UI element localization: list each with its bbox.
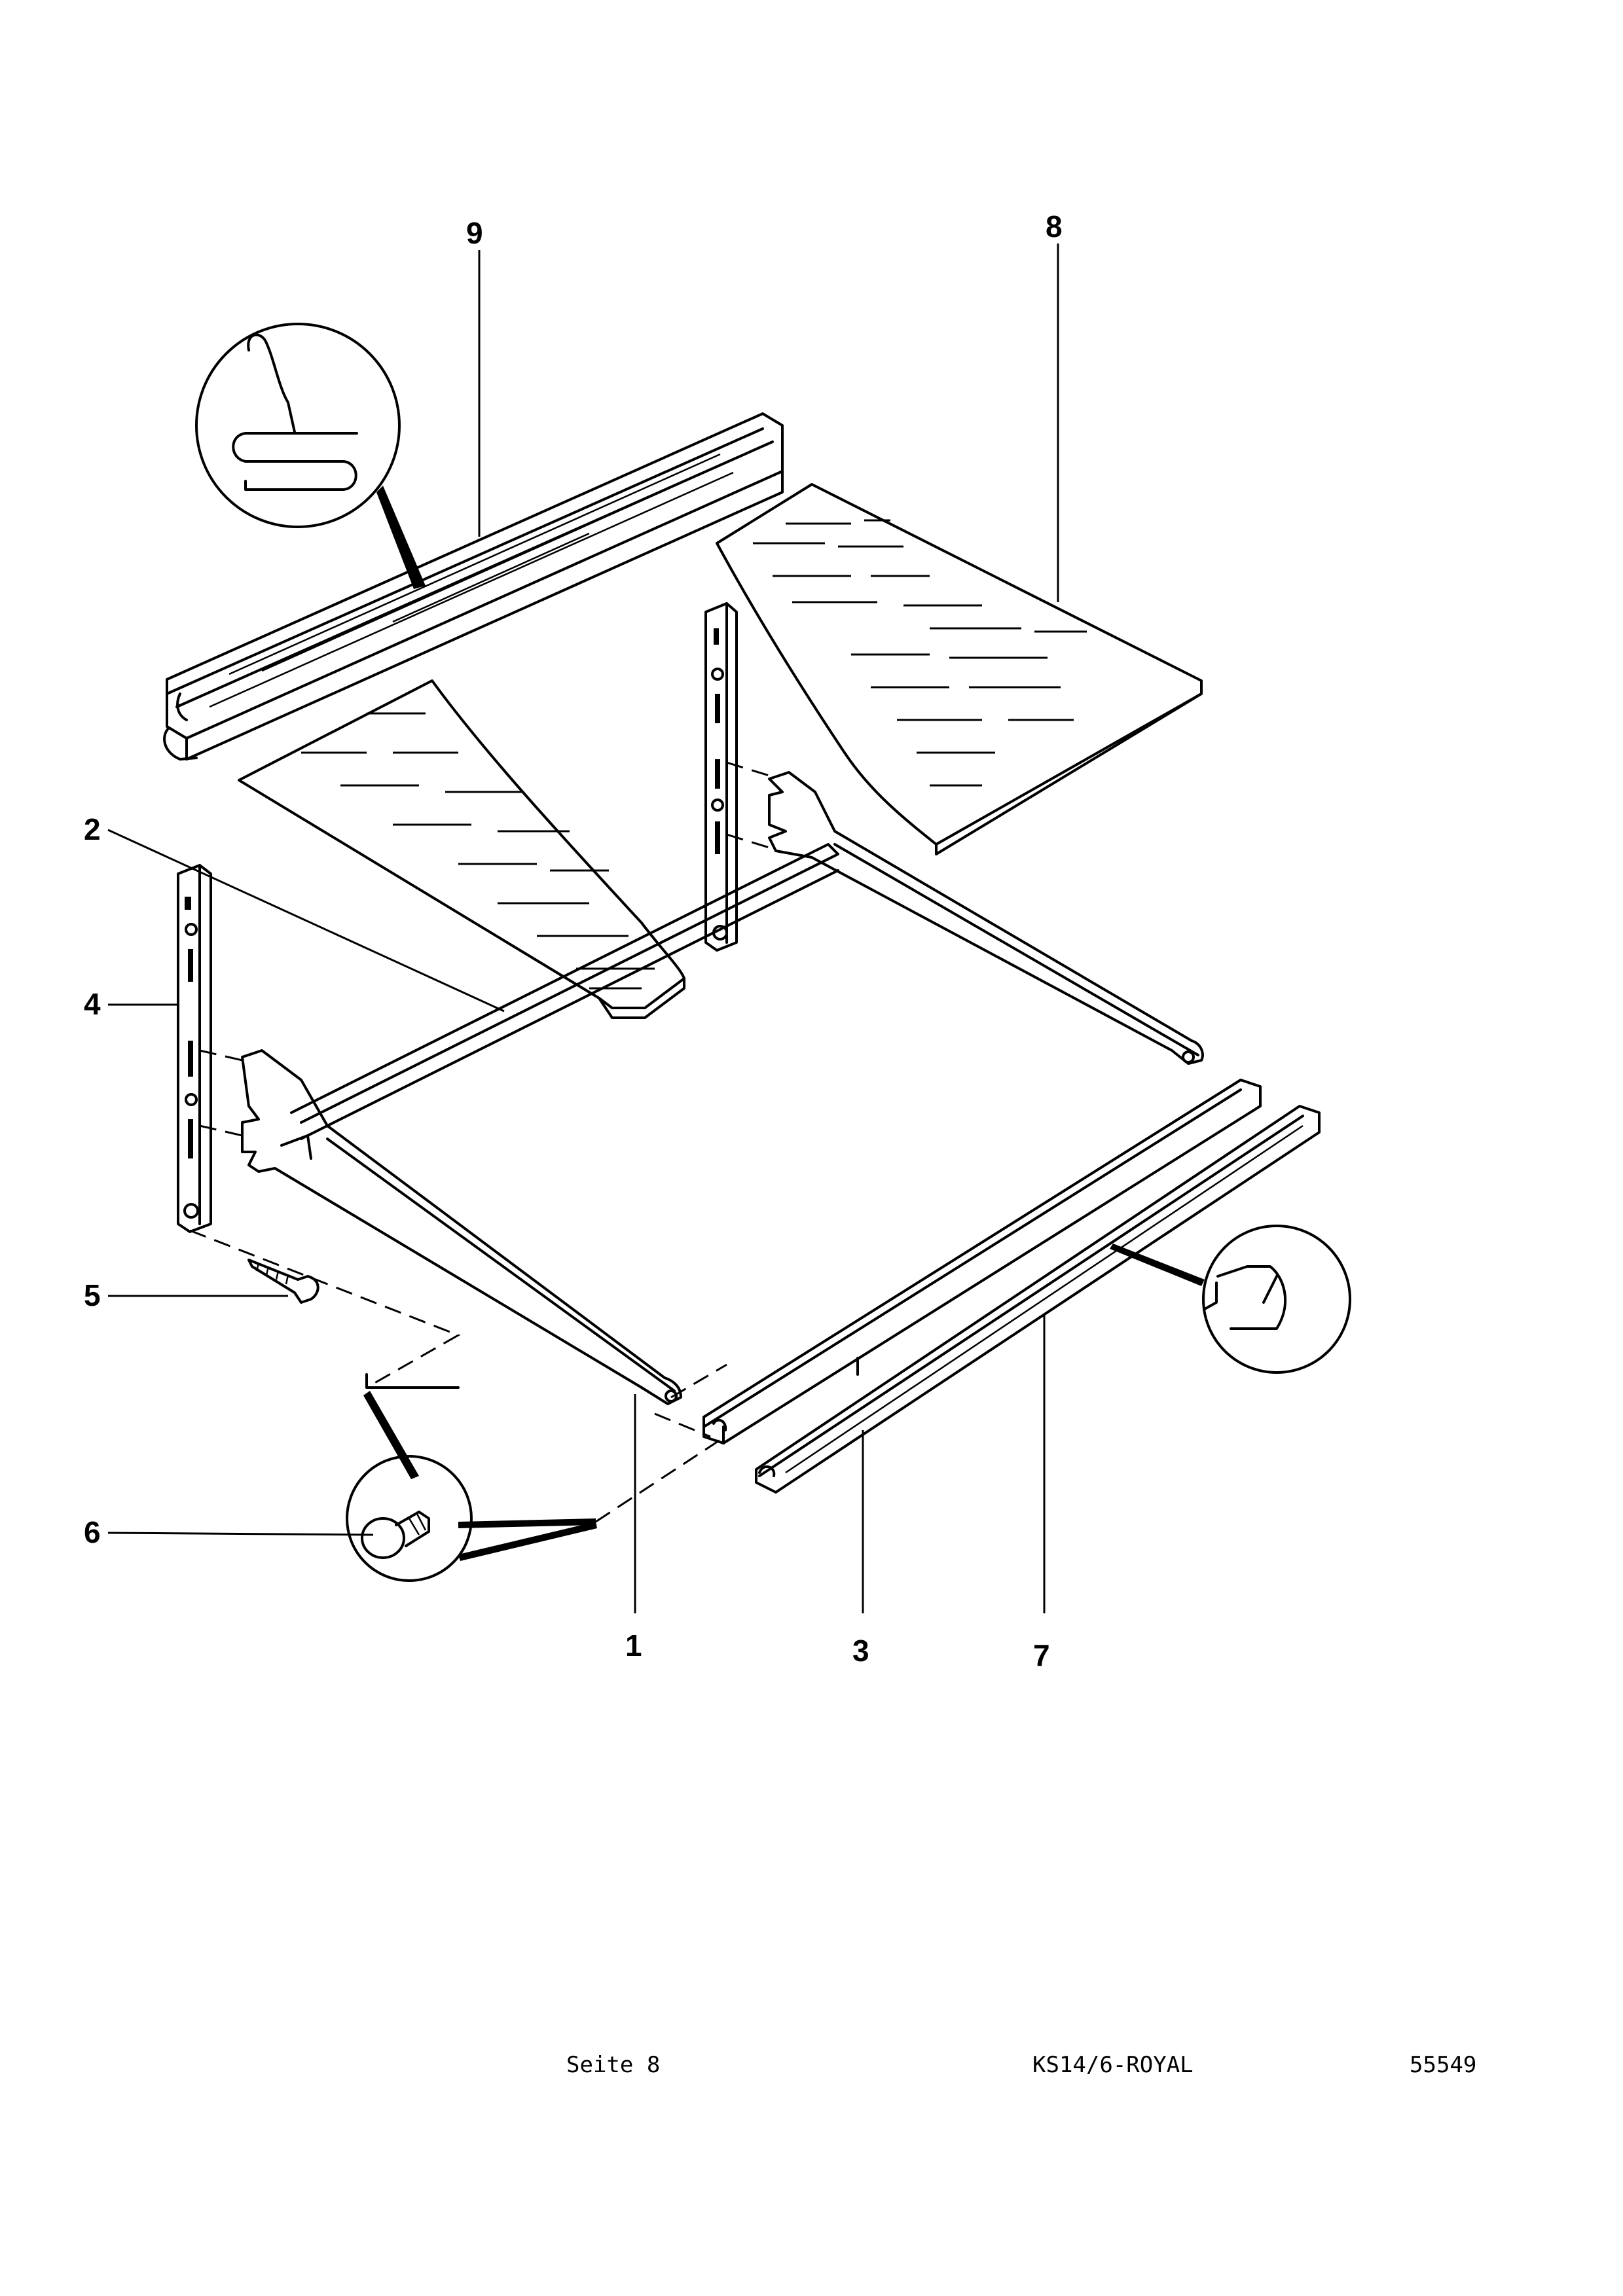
rear-profile-rail bbox=[163, 412, 784, 761]
assembly-guide-lines bbox=[189, 761, 770, 1523]
front-glass-shelf bbox=[238, 679, 685, 1019]
edge-profile-strip bbox=[755, 1105, 1321, 1494]
shelf-crossbar bbox=[290, 843, 839, 1140]
callout-3: 3 bbox=[852, 1634, 869, 1668]
model-name: KS14/6-ROYAL bbox=[1032, 2052, 1194, 2078]
rail-profile-detail bbox=[195, 323, 426, 589]
callout-2: 2 bbox=[84, 812, 101, 846]
callout-7: 7 bbox=[1033, 1638, 1050, 1672]
callout-8: 8 bbox=[1046, 209, 1063, 243]
screw bbox=[247, 1259, 319, 1304]
wall-rail-left bbox=[177, 864, 212, 1233]
push-pin-detail bbox=[346, 1373, 597, 1582]
shelf-bracket-left bbox=[241, 1049, 682, 1405]
page-number: Seite 8 bbox=[566, 2052, 661, 2078]
document-code: 55549 bbox=[1410, 2052, 1477, 2078]
callout-9: 9 bbox=[466, 216, 483, 250]
callout-5: 5 bbox=[84, 1278, 101, 1312]
shelf-bracket-right bbox=[768, 771, 1204, 1065]
rear-glass-shelf bbox=[716, 483, 1203, 855]
callout-4: 4 bbox=[84, 987, 101, 1021]
leader-lines bbox=[107, 243, 1059, 1613]
callout-1: 1 bbox=[625, 1628, 642, 1662]
front-trim-strip bbox=[702, 1079, 1262, 1444]
wall-rail-right bbox=[704, 602, 738, 952]
callout-6: 6 bbox=[84, 1515, 101, 1549]
strip-profile-detail bbox=[1110, 1225, 1351, 1374]
